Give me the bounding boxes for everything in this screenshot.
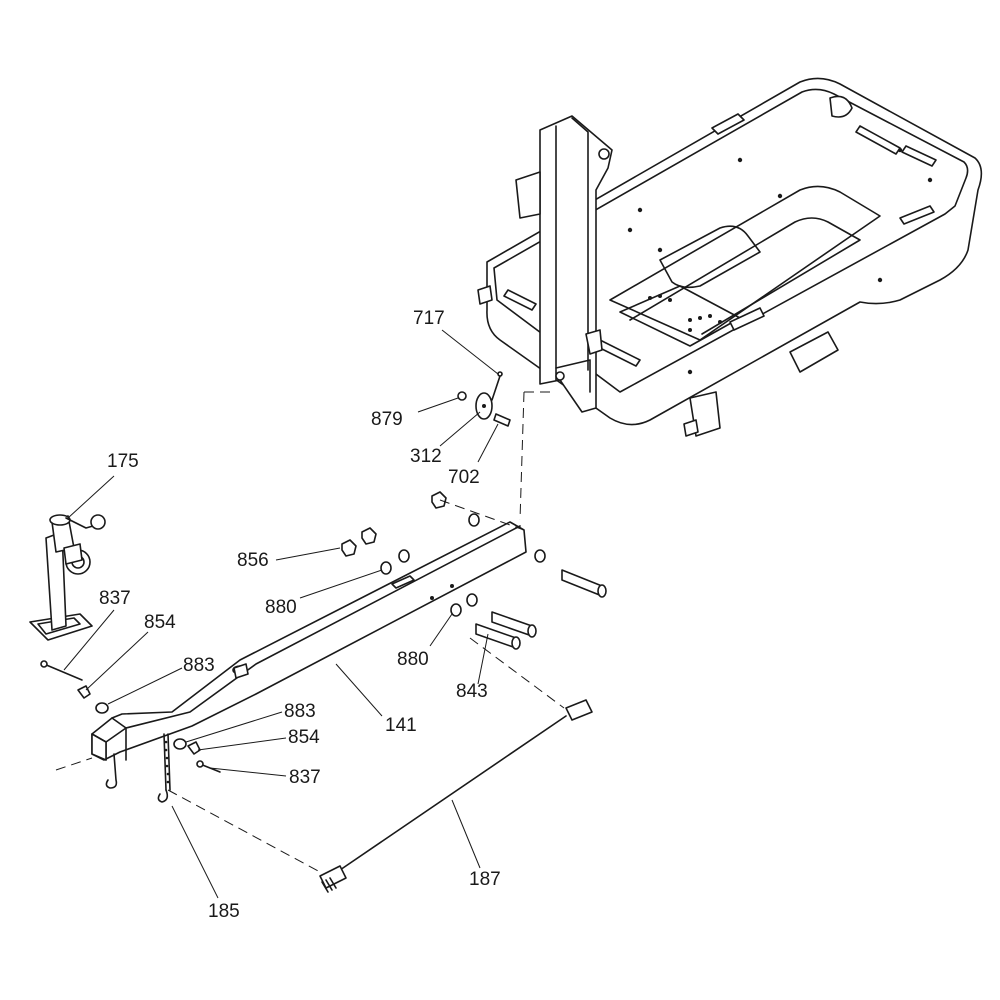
washer-880b [450,603,462,617]
wire-harness-187 [319,699,593,893]
callout-854-right: 854 [288,727,320,748]
callout-837-left: 837 [99,588,131,609]
washer-880a [380,561,392,575]
callout-141: 141 [385,715,417,736]
callout-185: 185 [208,901,240,922]
callout-717: 717 [413,308,445,329]
cart-tray [477,77,983,437]
callout-880-lower: 880 [397,649,429,670]
callout-837-right: 837 [289,767,321,788]
hardware-856-880 [341,491,607,650]
pin-hardware [457,371,511,427]
pin-717 [491,375,501,401]
callout-879: 879 [371,409,403,430]
callout-883-left: 883 [183,655,215,676]
leader-lines [63,329,499,899]
nut-top [431,491,447,509]
callout-856: 856 [237,550,269,571]
callout-843: 843 [456,681,488,702]
callout-702: 702 [448,467,480,488]
upright-bracket [515,115,613,413]
callout-854-left: 854 [144,612,176,633]
safety-chain-185 [105,733,171,803]
washer-879 [457,391,467,401]
jack-175 [29,514,106,641]
callout-187: 187 [469,869,501,890]
callout-883-right: 883 [284,701,316,722]
bolt-702 [493,413,511,427]
callout-175: 175 [107,451,139,472]
assembly-lines [55,391,565,873]
callout-312: 312 [410,446,442,467]
callout-880-upper: 880 [265,597,297,618]
nut-856 [341,539,357,557]
tongue-141 [91,521,527,761]
